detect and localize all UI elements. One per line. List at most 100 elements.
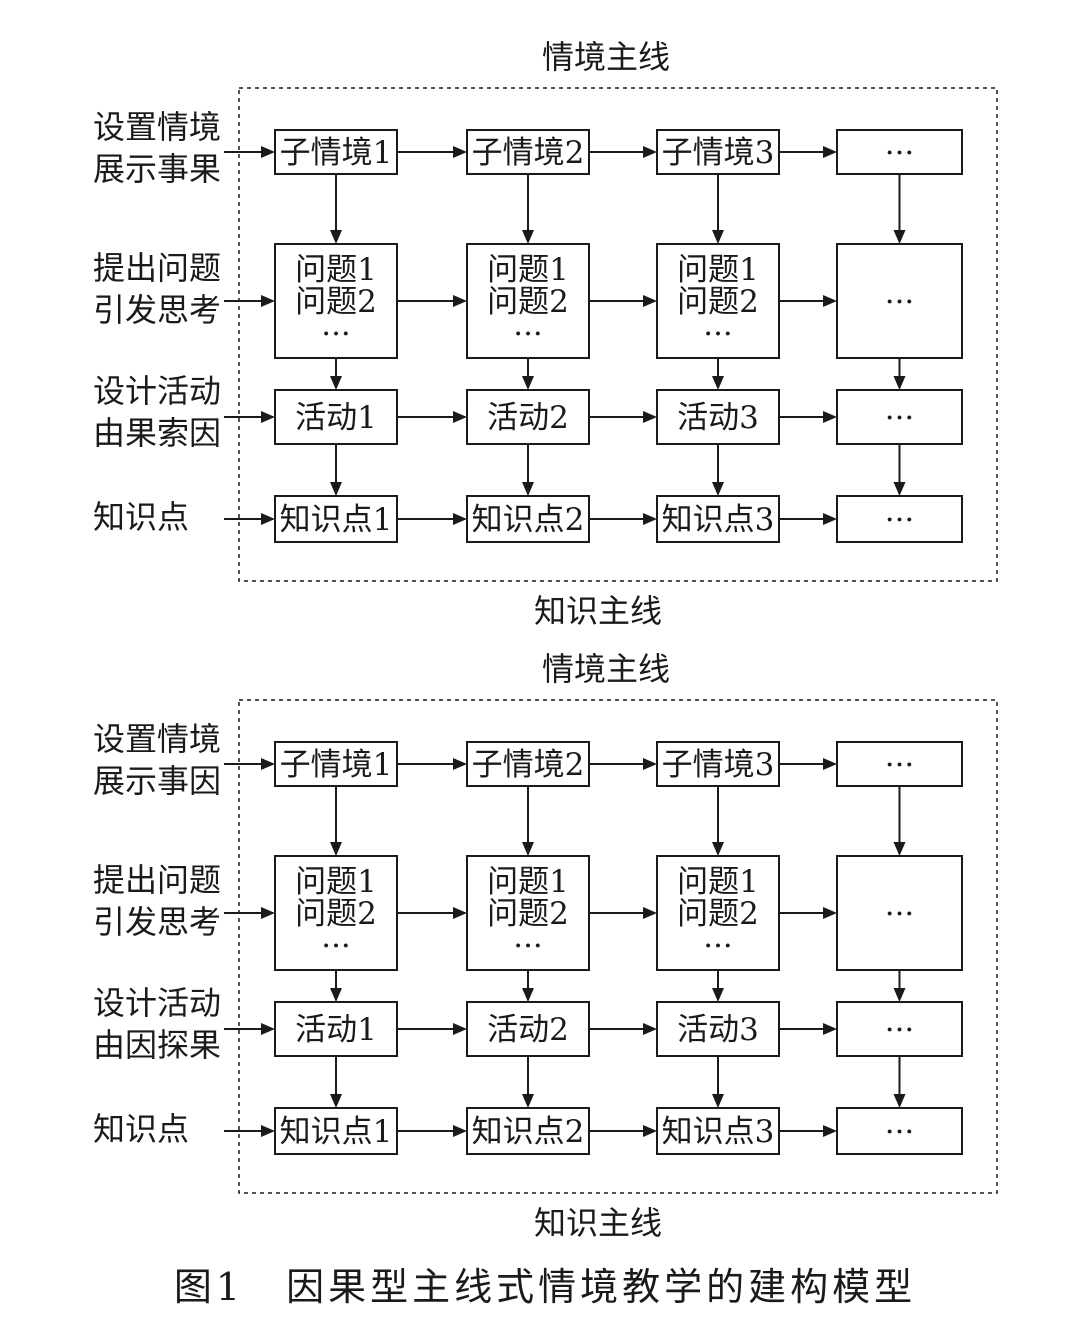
row-entry-arrow xyxy=(224,907,275,919)
node-box: 活动1 xyxy=(274,389,398,445)
node-text: ··· xyxy=(885,284,915,320)
node-text: 活动2 xyxy=(487,1012,569,1048)
node-text: ··· xyxy=(885,747,915,783)
node-text: ··· xyxy=(513,928,543,964)
node-text: 活动2 xyxy=(487,400,569,436)
node-text: 问题1 xyxy=(295,864,377,900)
horizontal-arrow xyxy=(779,411,837,423)
row-entry-arrow xyxy=(224,1125,275,1137)
node-box: 知识点3 xyxy=(656,495,780,543)
node-text: 问题2 xyxy=(487,896,569,932)
node-text: 问题1 xyxy=(677,252,759,288)
vertical-arrow xyxy=(712,358,724,390)
figure-caption: 图1 因果型主线式情境教学的建构模型 xyxy=(174,1265,916,1309)
row-entry-arrow xyxy=(224,758,275,770)
vertical-arrow xyxy=(712,970,724,1002)
row-label-line: 提出问题 xyxy=(93,249,221,287)
row-label-line: 设计活动 xyxy=(93,372,221,410)
node-text: 子情境1 xyxy=(280,747,393,783)
horizontal-arrow xyxy=(589,1023,657,1035)
node-text: 问题2 xyxy=(295,284,377,320)
horizontal-arrow xyxy=(397,513,467,525)
horizontal-arrow xyxy=(779,146,837,158)
horizontal-arrow xyxy=(397,295,467,307)
node-box: 知识点2 xyxy=(466,1107,590,1155)
horizontal-arrow xyxy=(779,513,837,525)
situation-mainline-label: 情境主线 xyxy=(542,650,670,688)
row-entry-arrow xyxy=(224,146,275,158)
node-box: 活动3 xyxy=(656,1001,780,1057)
knowledge-mainline-label: 知识主线 xyxy=(534,592,662,630)
row-label-line: 展示事因 xyxy=(93,762,221,800)
node-box: ··· xyxy=(836,1107,963,1155)
horizontal-arrow xyxy=(397,1023,467,1035)
horizontal-arrow xyxy=(397,1125,467,1137)
row-entry-arrow xyxy=(224,295,275,307)
dashed-frame xyxy=(238,699,998,1194)
row-label-line: 知识点 xyxy=(93,1110,189,1148)
row-label-line: 提出问题 xyxy=(93,861,221,899)
node-text: 问题1 xyxy=(295,252,377,288)
node-text: ··· xyxy=(885,1114,915,1150)
vertical-arrow xyxy=(330,1056,342,1108)
vertical-arrow xyxy=(893,174,906,244)
node-text: 知识点3 xyxy=(662,502,775,538)
horizontal-arrow xyxy=(397,411,467,423)
node-box: 子情境3 xyxy=(656,741,780,787)
node-text: 子情境3 xyxy=(662,135,775,171)
vertical-arrow xyxy=(893,786,906,856)
vertical-arrow xyxy=(330,786,342,856)
node-box: 子情境2 xyxy=(466,129,590,175)
node-text: 活动3 xyxy=(677,400,759,436)
row-entry-arrow xyxy=(224,1023,275,1035)
vertical-arrow xyxy=(522,786,534,856)
knowledge-mainline-label: 知识主线 xyxy=(534,1204,662,1242)
node-text: ··· xyxy=(513,316,543,352)
node-box: 子情境1 xyxy=(274,129,398,175)
vertical-arrow xyxy=(522,444,534,496)
horizontal-arrow xyxy=(397,146,467,158)
horizontal-arrow xyxy=(589,146,657,158)
node-text: 知识点3 xyxy=(662,1114,775,1150)
vertical-arrow xyxy=(893,1056,906,1108)
vertical-arrow xyxy=(330,444,342,496)
horizontal-arrow xyxy=(397,758,467,770)
row-label-line: 设置情境 xyxy=(93,720,221,758)
node-text: ··· xyxy=(703,928,733,964)
node-box: ··· xyxy=(836,741,963,787)
dashed-frame xyxy=(238,87,998,582)
horizontal-arrow xyxy=(397,907,467,919)
node-box: 活动3 xyxy=(656,389,780,445)
node-text: 问题1 xyxy=(487,864,569,900)
node-text: ··· xyxy=(321,316,351,352)
row-label-line: 知识点 xyxy=(93,498,189,536)
row-label-line: 由因探果 xyxy=(93,1026,221,1064)
node-text: 活动3 xyxy=(677,1012,759,1048)
horizontal-arrow xyxy=(589,758,657,770)
node-box: 知识点3 xyxy=(656,1107,780,1155)
node-text: 知识点2 xyxy=(472,502,585,538)
vertical-arrow xyxy=(522,358,534,390)
vertical-arrow xyxy=(522,1056,534,1108)
node-text: ··· xyxy=(885,502,915,538)
row-label-line: 展示事果 xyxy=(93,150,221,188)
horizontal-arrow xyxy=(779,295,837,307)
horizontal-arrow xyxy=(779,758,837,770)
node-box: 知识点2 xyxy=(466,495,590,543)
horizontal-arrow xyxy=(589,1125,657,1137)
node-text: ··· xyxy=(703,316,733,352)
node-text: 子情境2 xyxy=(472,135,585,171)
node-text: ··· xyxy=(885,1012,915,1048)
